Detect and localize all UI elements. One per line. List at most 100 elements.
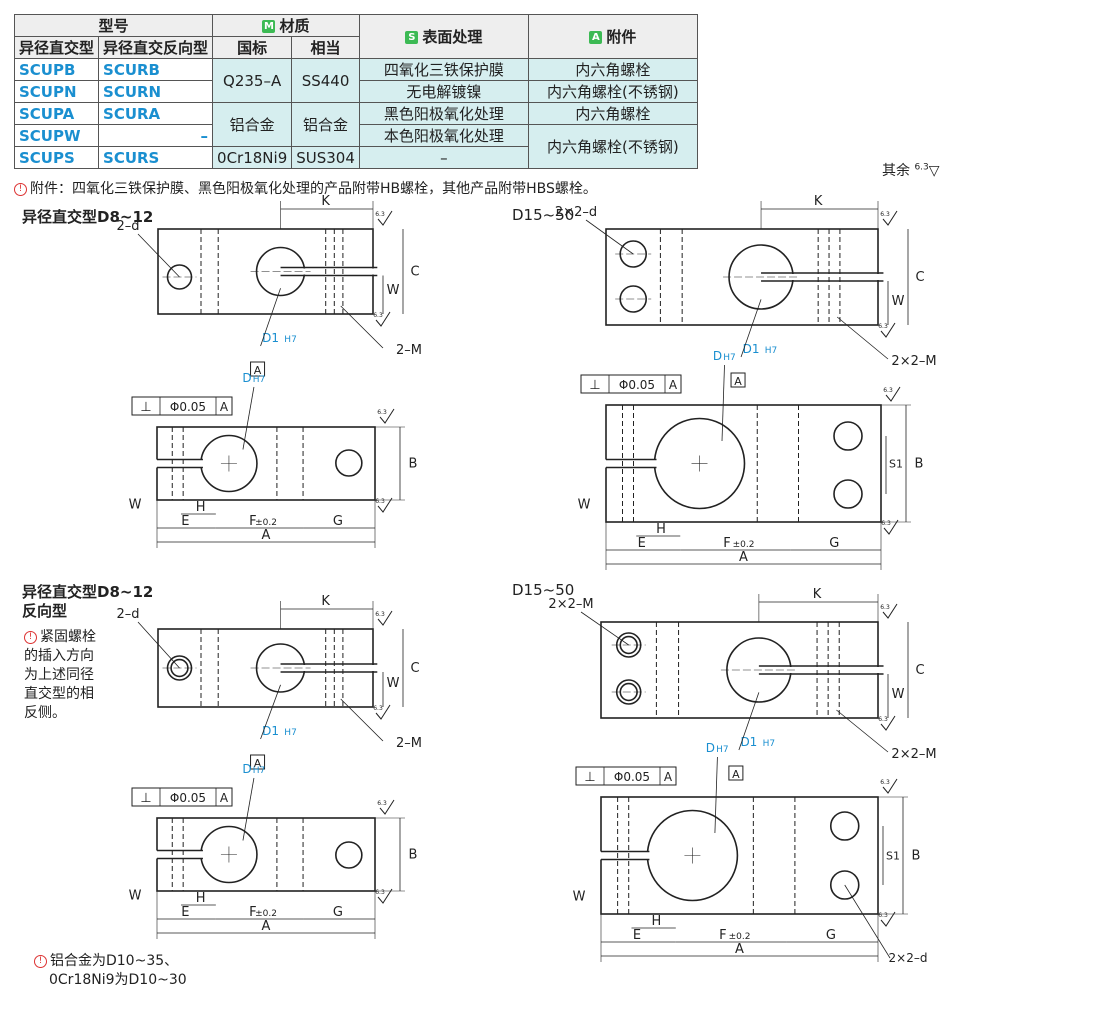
bore-callout: D — [242, 371, 251, 385]
roughness-value: 6.3 — [373, 312, 383, 319]
hole-callout: 2×2–d — [889, 951, 928, 965]
tolerance-value: Φ0.05 — [619, 378, 655, 392]
roughness-symbol — [377, 888, 393, 904]
datum-box — [730, 372, 746, 388]
roughness-value: 6.3 — [878, 323, 888, 330]
hole-callout: 2×2–d — [555, 205, 597, 220]
roughness-symbol — [377, 210, 393, 226]
dimension-label: W — [578, 498, 591, 513]
header-type2: 异径直交反向型 — [98, 36, 214, 59]
roughness-value: 6.3 — [377, 409, 387, 416]
dimension-label: B — [912, 849, 921, 864]
section-title-br: D15~50 — [512, 581, 575, 599]
leader — [260, 684, 281, 740]
dimension-label: G — [829, 536, 839, 551]
dimension-label: ±0.2 — [255, 909, 277, 919]
bore-callout: D — [242, 762, 251, 776]
dimension-label: K — [814, 194, 823, 209]
bore-tol: H7 — [253, 766, 266, 776]
dimension-label: S1 — [886, 850, 900, 863]
material-std: Q235–A — [212, 58, 293, 103]
roughness-value: 6.3 — [878, 716, 888, 723]
dimension-label: A — [262, 528, 271, 543]
slot — [292, 268, 390, 275]
roughness-value: 6.3 — [878, 912, 888, 919]
tolerance-frame — [580, 374, 682, 394]
hole-callout: 2–d — [116, 219, 139, 234]
roughness-value: 6.3 — [883, 387, 893, 394]
perpendicularity-symbol: ⊥ — [140, 791, 151, 806]
roughness-value: 6.3 — [375, 211, 385, 218]
dimension-label: E — [181, 514, 189, 529]
tolerance-value: Φ0.05 — [170, 791, 206, 805]
datum-label: A — [254, 757, 262, 770]
section-title-tl: 异径直交型D8~12 — [22, 208, 154, 226]
dimension-label: C — [915, 663, 924, 678]
dimension-label: K — [321, 594, 330, 609]
surface-cell: 无电解镀镍 — [358, 80, 529, 103]
datum-box — [250, 754, 266, 770]
datum-label: A — [220, 400, 229, 414]
slot — [156, 459, 204, 468]
datum-label: A — [732, 768, 740, 781]
section-title-bl: 异径直交型D8~12 — [22, 583, 154, 601]
bore-tol: H7 — [763, 739, 776, 749]
datum-box — [728, 765, 744, 781]
dimension-label: F — [249, 905, 256, 920]
roughness-value: 6.3 — [377, 800, 387, 807]
roughness-symbol — [377, 497, 393, 513]
dimension-label: A — [262, 919, 271, 934]
warning-icon: ! — [14, 182, 27, 196]
a-badge-icon: A — [589, 31, 603, 44]
bore-tol: H7 — [723, 353, 736, 363]
bore-callout: D1 — [262, 724, 279, 738]
header-equivalent: 相当 — [291, 36, 360, 59]
dimension-label: E — [181, 905, 189, 920]
dimension-label: C — [410, 265, 419, 280]
datum-box — [250, 361, 266, 377]
material-equiv: 铝合金 — [291, 102, 360, 147]
roughness-symbol — [885, 386, 901, 402]
dimension-label: A — [739, 550, 748, 565]
material-std: 铝合金 — [212, 102, 293, 147]
bore-callout: D — [713, 349, 722, 363]
dimension-label: W — [129, 498, 142, 513]
dimension-label: B — [915, 457, 924, 472]
datum-label: A — [220, 791, 229, 805]
datum-label: A — [664, 770, 673, 784]
leader — [340, 698, 384, 742]
mount-hole — [833, 479, 863, 509]
material-equiv: SUS304 — [291, 146, 360, 169]
mount-hole — [829, 811, 860, 841]
dimension-label: G — [826, 928, 836, 943]
model-code: SCUPW — [13, 124, 100, 147]
mount-hole — [335, 449, 363, 477]
slot — [156, 850, 204, 859]
accessory-cell: 内六角螺栓(不锈钢) — [527, 80, 698, 103]
hole-callout: 2–d — [116, 607, 139, 622]
accessory-cell: 内六角螺栓(不锈钢) — [527, 124, 698, 169]
tolerance-frame — [575, 766, 677, 786]
datum-label: A — [734, 375, 742, 388]
perpendicularity-symbol: ⊥ — [140, 400, 151, 415]
tolerance-frame — [131, 787, 233, 807]
roughness-symbol — [375, 311, 391, 327]
thread-callout: 2–M — [396, 343, 422, 358]
slot — [605, 459, 658, 468]
header-type1: 异径直交型 — [13, 36, 100, 59]
bore-callout: D1 — [743, 342, 760, 356]
material-std: 0Cr18Ni9 — [212, 146, 293, 169]
bore-callout: D — [706, 741, 715, 755]
m-badge-icon: M — [262, 20, 276, 33]
roughness-symbol — [882, 603, 898, 619]
dimension-label: E — [633, 928, 641, 943]
dimension-label: B — [409, 457, 418, 472]
slot — [600, 851, 651, 860]
leader — [137, 233, 180, 278]
bore-tol: H7 — [716, 745, 729, 755]
model-code: SCURS — [98, 146, 214, 169]
leader — [242, 777, 255, 841]
